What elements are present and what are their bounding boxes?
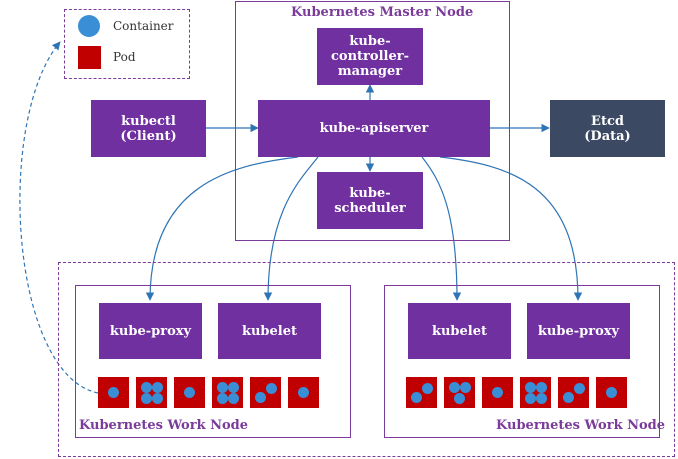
container-icon (151, 381, 163, 393)
work-node-2-kube-proxy-box: kube-proxy (527, 303, 630, 359)
container-icon (606, 387, 617, 398)
pod-node2-6 (596, 377, 627, 408)
pod-node1-3 (174, 377, 205, 408)
legend-frame (64, 9, 190, 79)
container-icon (140, 381, 152, 393)
container-icon (140, 392, 152, 404)
container-icon (216, 392, 228, 404)
container-icon (216, 381, 228, 393)
kube-apiserver-box: kube-apiserver (258, 100, 490, 157)
master-node-title: Kubernetes Master Node (291, 5, 474, 20)
work-node-1-title: Kubernetes Work Node (79, 418, 249, 433)
container-icon (524, 392, 536, 404)
pod-node2-1 (406, 377, 437, 408)
etcd-data-box: Etcd (Data) (550, 100, 665, 157)
work-node-1-frame (75, 285, 351, 438)
container-icon (448, 381, 460, 393)
pod-legend-label: Pod (113, 50, 136, 64)
container-icon (184, 387, 195, 398)
container-icon (410, 391, 422, 403)
container-legend-icon (78, 15, 100, 37)
container-icon (227, 392, 239, 404)
container-icon (254, 391, 266, 403)
pod-node1-1 (98, 377, 129, 408)
work-node-2-title: Kubernetes Work Node (496, 418, 666, 433)
container-icon (535, 392, 547, 404)
container-icon (562, 391, 574, 403)
pod-node2-3 (482, 377, 513, 408)
kubectl-client-box: kubectl (Client) (91, 100, 206, 157)
work-nodes-outer-frame (58, 262, 675, 457)
pod-node2-5 (558, 377, 589, 408)
container-icon (151, 392, 163, 404)
container-icon (227, 381, 239, 393)
work-node-1-kubelet-box: kubelet (218, 303, 321, 359)
pod-node2-2 (444, 377, 475, 408)
kube-scheduler-box: kube- scheduler (317, 172, 423, 229)
container-icon (298, 387, 309, 398)
container-icon (524, 381, 536, 393)
work-node-2-kubelet-box: kubelet (408, 303, 511, 359)
container-icon (421, 382, 433, 394)
pod-legend-icon (78, 46, 101, 69)
container-legend-label: Container (113, 19, 174, 33)
container-icon (492, 387, 503, 398)
container-icon (573, 382, 585, 394)
container-icon (454, 392, 465, 404)
pod-node2-4 (520, 377, 551, 408)
master-node-frame (235, 1, 510, 241)
kube-controller-manager-box: kube- controller- manager (317, 28, 423, 85)
container-icon (459, 381, 471, 393)
pod-node1-4 (212, 377, 243, 408)
container-icon (265, 382, 277, 394)
work-node-2-frame (384, 285, 660, 438)
work-node-1-kube-proxy-box: kube-proxy (99, 303, 202, 359)
container-icon (108, 387, 119, 398)
container-icon (535, 381, 547, 393)
pod-node1-6 (288, 377, 319, 408)
pod-node1-5 (250, 377, 281, 408)
pod-node1-2 (136, 377, 167, 408)
